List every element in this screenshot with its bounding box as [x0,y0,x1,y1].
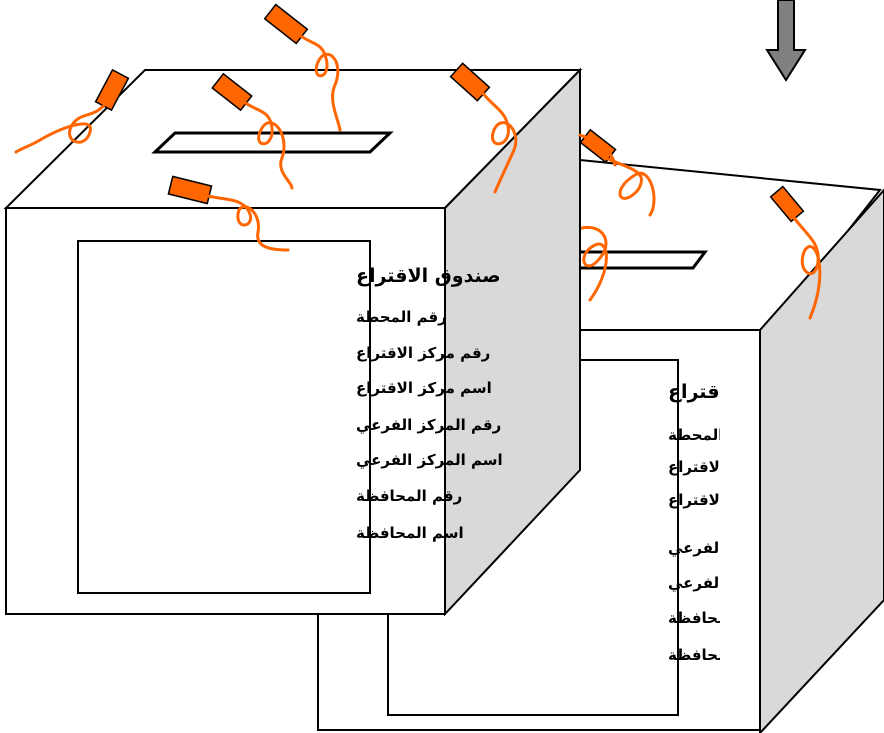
tamper-seal-icon [769,185,822,320]
front-box-line-governorate-number: رقم المحافظة [356,487,462,505]
front-box-label-panel [77,240,371,594]
back-box-side-face [759,188,884,733]
front-box-line-center-name: اسم مركز الاقتراع [356,379,492,397]
front-box-line-subcenter-name: اسم المركز الفرعي [356,451,503,469]
tamper-seal-icon [449,62,518,194]
tamper-seal-icon [263,3,342,132]
back-box-line-governorate-name: اسم المحافظة [668,646,776,664]
tamper-seal-icon [573,225,608,302]
front-ballot-box: صندوق الاقتراع رقم المحطة رقم مركز الاقت… [3,3,617,617]
back-box-line-governorate-number: رقم المحافظة [668,609,774,627]
front-box-line-governorate-name: اسم المحافظة [356,524,464,542]
tamper-seal-icon [14,68,130,154]
back-box-line-center-name: اسم مركز الاقتراع [668,491,804,509]
front-box-line-center-number: رقم مركز الاقتراع [356,344,490,362]
tamper-seal-icon [167,175,290,252]
tamper-seal-icon [211,72,294,190]
front-box-line-station-number: رقم المحطة [356,308,447,326]
back-box-line-subcenter-name: اسم المركز الفرعي [668,574,815,592]
down-arrow-icon [765,0,807,82]
front-box-slot [151,131,394,154]
front-box-title: صندوق الاقتراع [356,265,501,287]
front-box-side-face [444,67,581,617]
back-box-line-subcenter-number: رقم المركز الفرعي [668,539,813,557]
back-box-line-station-number: رقم المحطة [668,426,759,444]
back-box-title: صندوق الاقتراع [668,381,813,403]
front-box-line-subcenter-number: رقم المركز الفرعي [356,416,501,434]
tamper-seal-icon [578,133,617,167]
back-box-line-center-number: رقم مركز الاقتراع [668,458,802,476]
